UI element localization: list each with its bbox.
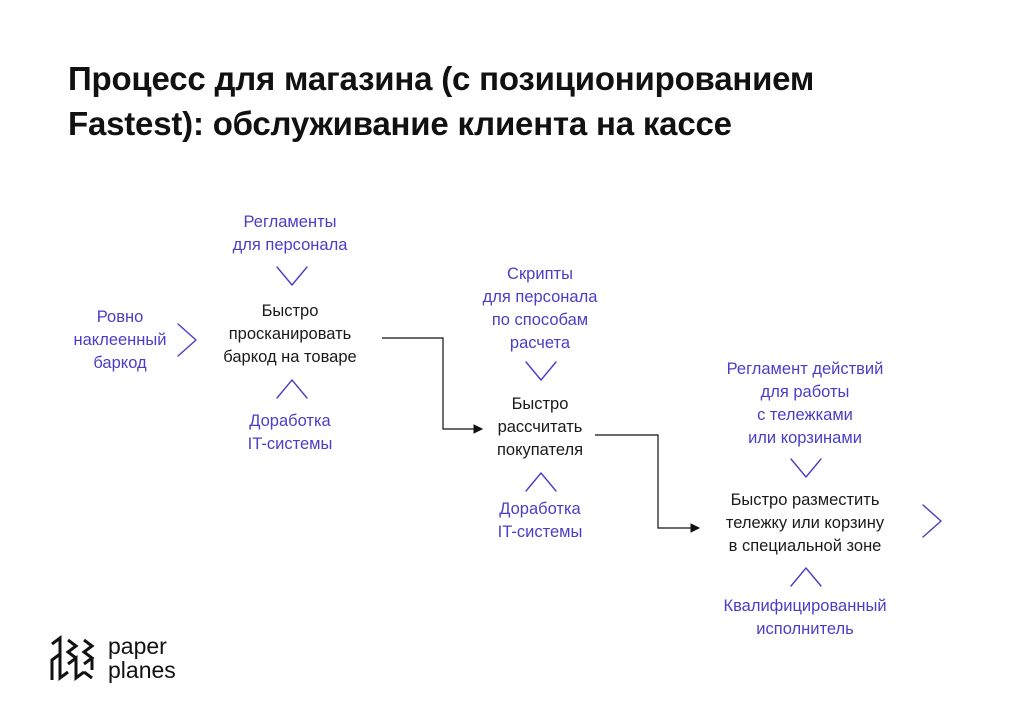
step3-bottom-chevron-icon	[790, 567, 822, 587]
arrowhead-step2-icon	[473, 424, 484, 434]
arrowhead-step3-icon	[690, 523, 701, 533]
step3-process-box: Быстро разместить тележку или корзину в …	[725, 491, 885, 555]
logo-line-1: paper	[108, 633, 167, 659]
step1-bottom-chevron-icon	[276, 379, 308, 399]
step2-it-label: Доработка IT-системы	[497, 500, 583, 541]
step2-bottom-chevron-icon	[525, 472, 557, 492]
logo-line-2: planes	[108, 657, 176, 683]
step1-regulations-label: Регламенты для персонала	[232, 213, 348, 254]
connector-step2-step3	[595, 434, 697, 529]
step2-process-box: Быстро рассчитать покупателя	[496, 395, 584, 459]
title-line-1: Процесс для магазина (с позиционирование…	[68, 60, 815, 97]
step3-top-chevron-icon	[790, 458, 822, 478]
step1-input-label: Ровно наклеенный баркод	[73, 308, 167, 372]
logo-wordmark: paper planes	[108, 634, 176, 682]
page-title: Процесс для магазина (с позиционирование…	[68, 56, 968, 146]
output-chevron-icon	[922, 504, 942, 538]
step2-top-chevron-icon	[525, 361, 557, 381]
connector-step1-step2	[382, 337, 480, 430]
step3-regulation-label: Регламент действий для работы с тележкам…	[726, 360, 884, 447]
title-line-2: Fastest): обслуживание клиента на кассе	[68, 105, 732, 142]
step1-input-chevron-icon	[177, 323, 197, 357]
step1-process-box: Быстро просканировать баркод на товаре	[223, 302, 357, 366]
step1-top-chevron-icon	[276, 266, 308, 286]
step2-scripts-label: Скрипты для персонала по способам расчет…	[482, 265, 598, 352]
paper-planes-logo-icon	[50, 635, 95, 681]
step3-executor-label: Квалифицированный исполнитель	[723, 597, 887, 638]
step1-it-label: Доработка IT-системы	[247, 412, 333, 453]
